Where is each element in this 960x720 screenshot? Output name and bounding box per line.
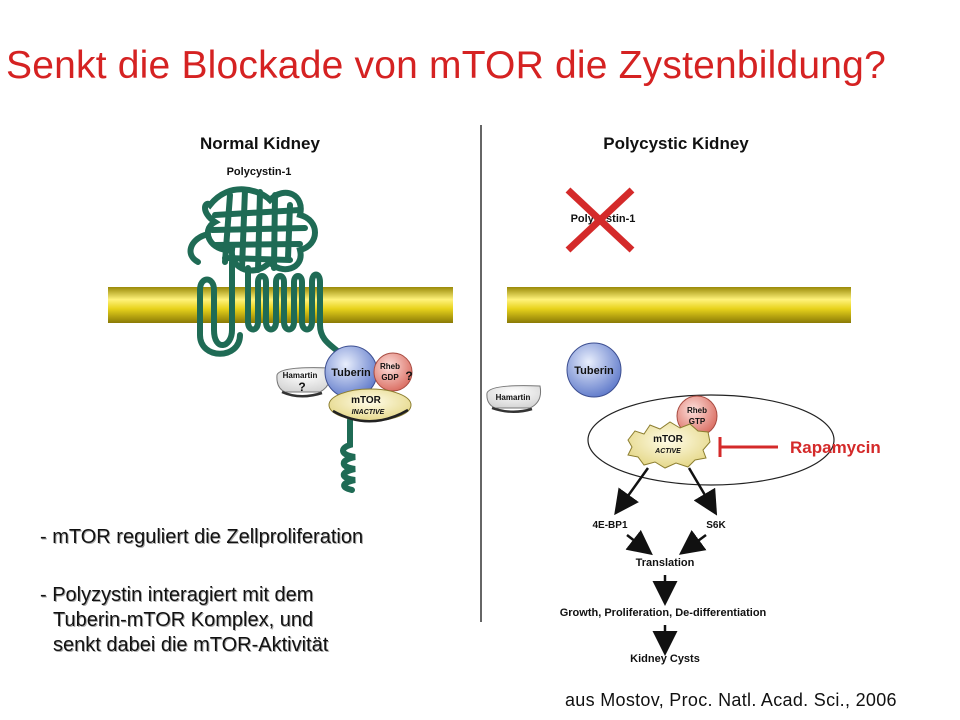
svg-text:GTP: GTP — [689, 417, 706, 426]
normal-kidney-heading: Normal Kidney — [200, 134, 321, 153]
svg-text:GDP: GDP — [381, 373, 399, 382]
polycystin-1-absent: Polycystin-1 — [565, 187, 635, 253]
bullet-2: - Polyzystin interagiert mit dem — [40, 584, 314, 606]
svg-text:?: ? — [405, 369, 412, 383]
slide-title: Senkt die Blockade von mTOR die Zystenbi… — [6, 44, 886, 87]
svg-text:ACTIVE: ACTIVE — [654, 448, 681, 455]
target-4ebp1: 4E-BP1 — [592, 520, 627, 531]
rheb-gdp-left: Rheb GDP ? — [373, 352, 413, 392]
hamartin-left: Hamartin ? — [276, 367, 331, 398]
svg-text:Tuberin: Tuberin — [574, 365, 614, 377]
step-kidney-cysts: Kidney Cysts — [630, 653, 700, 665]
membrane-left — [108, 287, 453, 323]
svg-text:Rheb: Rheb — [687, 406, 707, 415]
svg-text:Hamartin: Hamartin — [496, 393, 531, 402]
arrow-s6k-translation — [678, 530, 707, 555]
svg-text:mTOR: mTOR — [351, 395, 382, 406]
svg-text:INACTIVE: INACTIVE — [352, 409, 385, 416]
rapamycin-inhibition: Rapamycin — [718, 437, 881, 457]
bullet-1: - mTOR reguliert die Zellproliferation — [40, 526, 364, 548]
mtor-inactive: mTOR INACTIVE — [328, 388, 412, 423]
arrow-to-4ebp1 — [614, 467, 650, 516]
polycystin-label-left: Polycystin-1 — [227, 166, 292, 178]
svg-text:Hamartin: Hamartin — [283, 371, 318, 380]
svg-text:Rheb: Rheb — [380, 362, 400, 371]
citation: aus Mostov, Proc. Natl. Acad. Sci., 2006 — [565, 690, 897, 710]
arrow-4ebp1-translation — [625, 529, 653, 556]
bullet-2-cont-1: Tuberin-mTOR Komplex, und — [53, 609, 314, 631]
step-growth: Growth, Proliferation, De-differentiatio… — [560, 607, 767, 619]
step-translation: Translation — [636, 557, 695, 569]
mtor-active: mTOR ACTIVE — [627, 421, 711, 469]
arrow-to-s6k — [687, 467, 718, 516]
bullet-2-cont-2: senkt dabei die mTOR-Aktivität — [53, 634, 329, 656]
rapamycin-label: Rapamycin — [790, 438, 881, 457]
polycystin-1-protein — [187, 186, 356, 493]
svg-text:mTOR: mTOR — [653, 434, 684, 445]
target-s6k: S6K — [706, 520, 726, 531]
membrane-right — [507, 287, 851, 323]
polycystic-kidney-heading: Polycystic Kidney — [603, 134, 749, 153]
active-complex-outline — [587, 394, 835, 486]
svg-text:?: ? — [298, 380, 305, 394]
tuberin-right: Tuberin — [566, 342, 622, 398]
hamartin-right: Hamartin — [486, 385, 541, 413]
svg-text:Tuberin: Tuberin — [331, 367, 371, 379]
